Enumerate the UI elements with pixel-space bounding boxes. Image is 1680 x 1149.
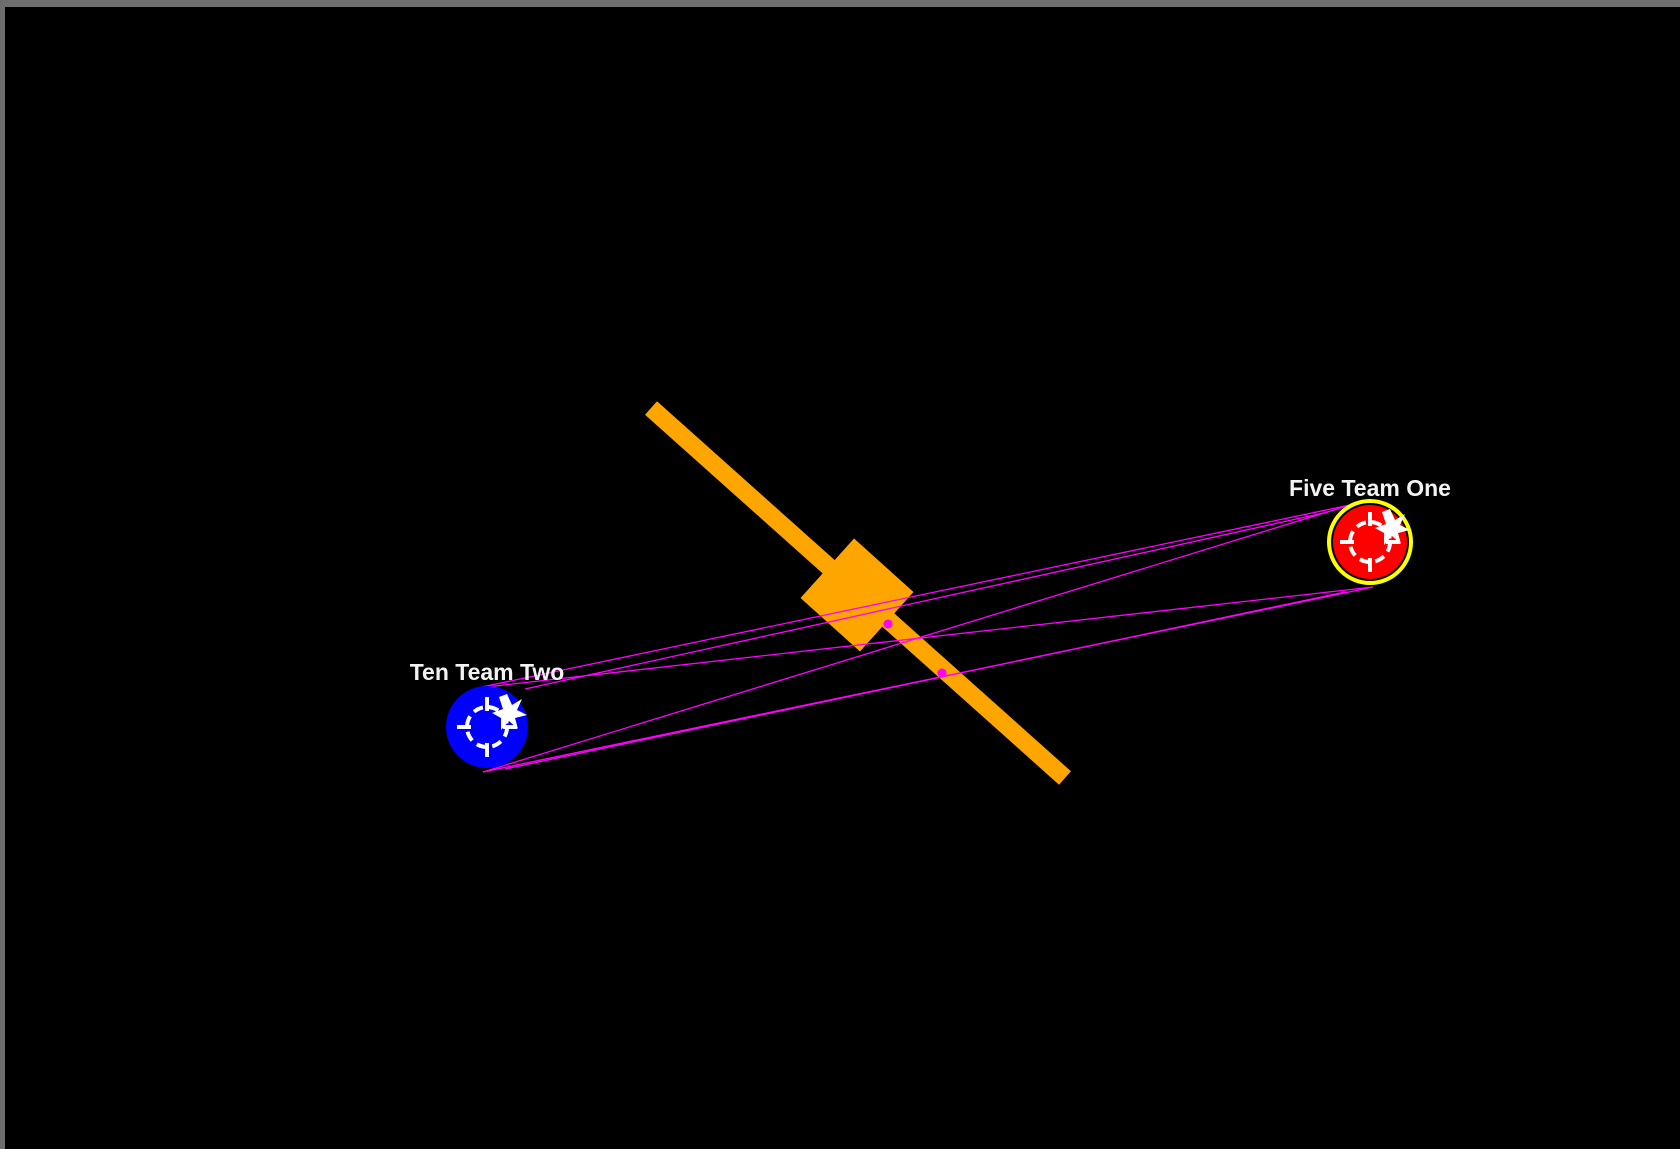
- muzzle-flash-icon: [492, 694, 527, 730]
- player-name-label: Five Team One: [1289, 475, 1451, 501]
- player-ten-team-two[interactable]: Ten Team Two: [410, 659, 565, 768]
- player-five-team-one[interactable]: Five Team One: [1289, 475, 1451, 585]
- sight-line: [504, 591, 1346, 770]
- selection-ring: [1327, 499, 1413, 585]
- sight-intersection-marker: [883, 619, 893, 629]
- sight-line: [524, 511, 1329, 690]
- crosshair-icon: [457, 697, 517, 757]
- sight-lines: [476, 504, 1374, 773]
- sight-line: [476, 504, 1351, 689]
- player-name-label: Ten Team Two: [410, 659, 565, 685]
- obstacle: [645, 401, 1071, 785]
- game-viewport[interactable]: Five Team One Ten Team Two: [5, 7, 1680, 1149]
- muzzle-flash-icon: [1375, 509, 1410, 545]
- arena-canvas[interactable]: Five Team One Ten Team Two: [5, 7, 1680, 1149]
- sight-intersection-marker: [937, 668, 947, 678]
- sight-line: [476, 586, 1374, 689]
- crosshair-icon: [1340, 512, 1400, 572]
